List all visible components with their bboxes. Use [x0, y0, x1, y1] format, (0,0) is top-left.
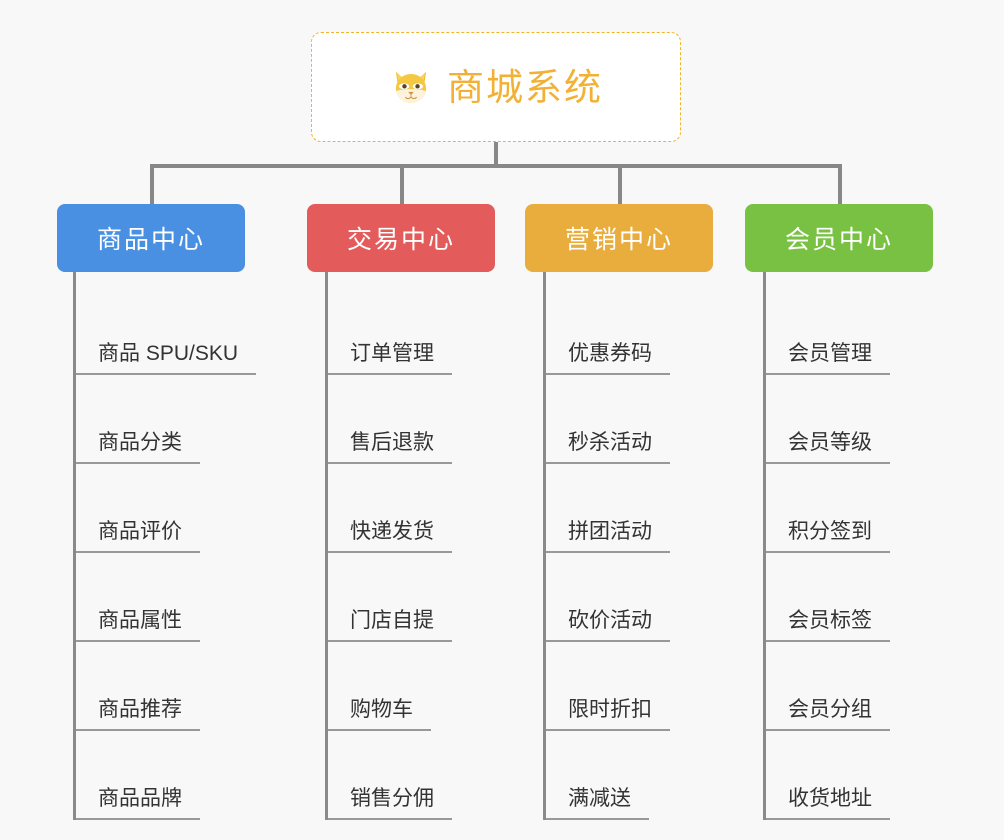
list-item-label: 会员标签: [766, 608, 890, 642]
list-item-label: 商品推荐: [76, 697, 200, 731]
list-item[interactable]: 会员等级: [766, 375, 939, 464]
list-item-label: 购物车: [328, 697, 431, 731]
list-item-label: 商品评价: [76, 519, 200, 553]
list-item[interactable]: 商品评价: [76, 464, 249, 553]
list-item[interactable]: 积分签到: [766, 464, 939, 553]
root-node[interactable]: 商城系统: [311, 32, 681, 142]
list-item-label: 会员等级: [766, 430, 890, 464]
category-header-member-center[interactable]: 会员中心: [745, 204, 933, 272]
list-item[interactable]: 订单管理: [328, 286, 501, 375]
list-item-label: 会员管理: [766, 341, 890, 375]
list-item[interactable]: 优惠券码: [546, 286, 719, 375]
list-item[interactable]: 商品 SPU/SKU: [76, 286, 257, 375]
list-item[interactable]: 购物车: [328, 642, 501, 731]
list-item-label: 商品 SPU/SKU: [76, 341, 257, 375]
category-label: 交易中心: [346, 226, 455, 254]
list-item[interactable]: 商品属性: [76, 553, 249, 642]
list-item-label: 秒杀活动: [546, 430, 670, 464]
branch-trade-center: 交易中心 订单管理 售后退款 快递发货 门店自提 购物车 销售分佣: [307, 204, 497, 820]
item-list-trade-center: 订单管理 售后退款 快递发货 门店自提 购物车 销售分佣: [325, 272, 501, 820]
category-header-product-center[interactable]: 商品中心: [57, 204, 245, 272]
list-item-label: 售后退款: [328, 430, 452, 464]
list-item-label: 限时折扣: [546, 697, 670, 731]
list-item[interactable]: 拼团活动: [546, 464, 719, 553]
list-item[interactable]: 收货地址: [766, 731, 939, 820]
item-list-product-center: 商品 SPU/SKU 商品分类 商品评价 商品属性 商品推荐 商品品牌: [73, 272, 257, 820]
list-item-label: 商品属性: [76, 608, 200, 642]
list-item[interactable]: 会员分组: [766, 642, 939, 731]
list-item-label: 商品分类: [76, 430, 200, 464]
root-title: 商城系统: [447, 66, 603, 108]
category-label: 商品中心: [96, 226, 205, 254]
list-item-label: 优惠券码: [546, 341, 670, 375]
branch-marketing-center: 营销中心 优惠券码 秒杀活动 拼团活动 砍价活动 限时折扣 满减送: [525, 204, 715, 820]
list-item-label: 拼团活动: [546, 519, 670, 553]
connector-drop-3: [618, 164, 622, 204]
category-label: 会员中心: [784, 226, 893, 254]
shiba-dog-face-icon: [389, 65, 433, 109]
connector-horizontal-bus: [150, 164, 840, 168]
category-label: 营销中心: [564, 226, 673, 254]
item-list-marketing-center: 优惠券码 秒杀活动 拼团活动 砍价活动 限时折扣 满减送: [543, 272, 719, 820]
connector-drop-1: [150, 164, 154, 204]
list-item[interactable]: 售后退款: [328, 375, 501, 464]
item-list-member-center: 会员管理 会员等级 积分签到 会员标签 会员分组 收货地址: [763, 272, 939, 820]
list-item[interactable]: 砍价活动: [546, 553, 719, 642]
list-item-label: 积分签到: [766, 519, 890, 553]
list-item[interactable]: 秒杀活动: [546, 375, 719, 464]
list-item[interactable]: 限时折扣: [546, 642, 719, 731]
list-item[interactable]: 商品分类: [76, 375, 249, 464]
list-item[interactable]: 快递发货: [328, 464, 501, 553]
list-item[interactable]: 会员管理: [766, 286, 939, 375]
list-item-label: 砍价活动: [546, 608, 670, 642]
connector-root-stem: [494, 142, 498, 168]
list-item-label: 快递发货: [328, 519, 452, 553]
list-item-label: 门店自提: [328, 608, 452, 642]
list-item-label: 销售分佣: [328, 786, 452, 820]
branch-product-center: 商品中心 商品 SPU/SKU 商品分类 商品评价 商品属性 商品推荐 商品品牌: [57, 204, 257, 820]
list-item-label: 会员分组: [766, 697, 890, 731]
list-item[interactable]: 商品推荐: [76, 642, 249, 731]
list-item[interactable]: 销售分佣: [328, 731, 501, 820]
list-item-label: 收货地址: [766, 786, 890, 820]
branch-member-center: 会员中心 会员管理 会员等级 积分签到 会员标签 会员分组 收货地址: [745, 204, 935, 820]
list-item[interactable]: 商品品牌: [76, 731, 249, 820]
category-header-trade-center[interactable]: 交易中心: [307, 204, 495, 272]
list-item-label: 商品品牌: [76, 786, 200, 820]
category-header-marketing-center[interactable]: 营销中心: [525, 204, 713, 272]
connector-drop-2: [400, 164, 404, 204]
list-item[interactable]: 满减送: [546, 731, 719, 820]
list-item[interactable]: 门店自提: [328, 553, 501, 642]
list-item-label: 订单管理: [328, 341, 452, 375]
list-item[interactable]: 会员标签: [766, 553, 939, 642]
connector-drop-4: [838, 164, 842, 204]
list-item-label: 满减送: [546, 786, 649, 820]
